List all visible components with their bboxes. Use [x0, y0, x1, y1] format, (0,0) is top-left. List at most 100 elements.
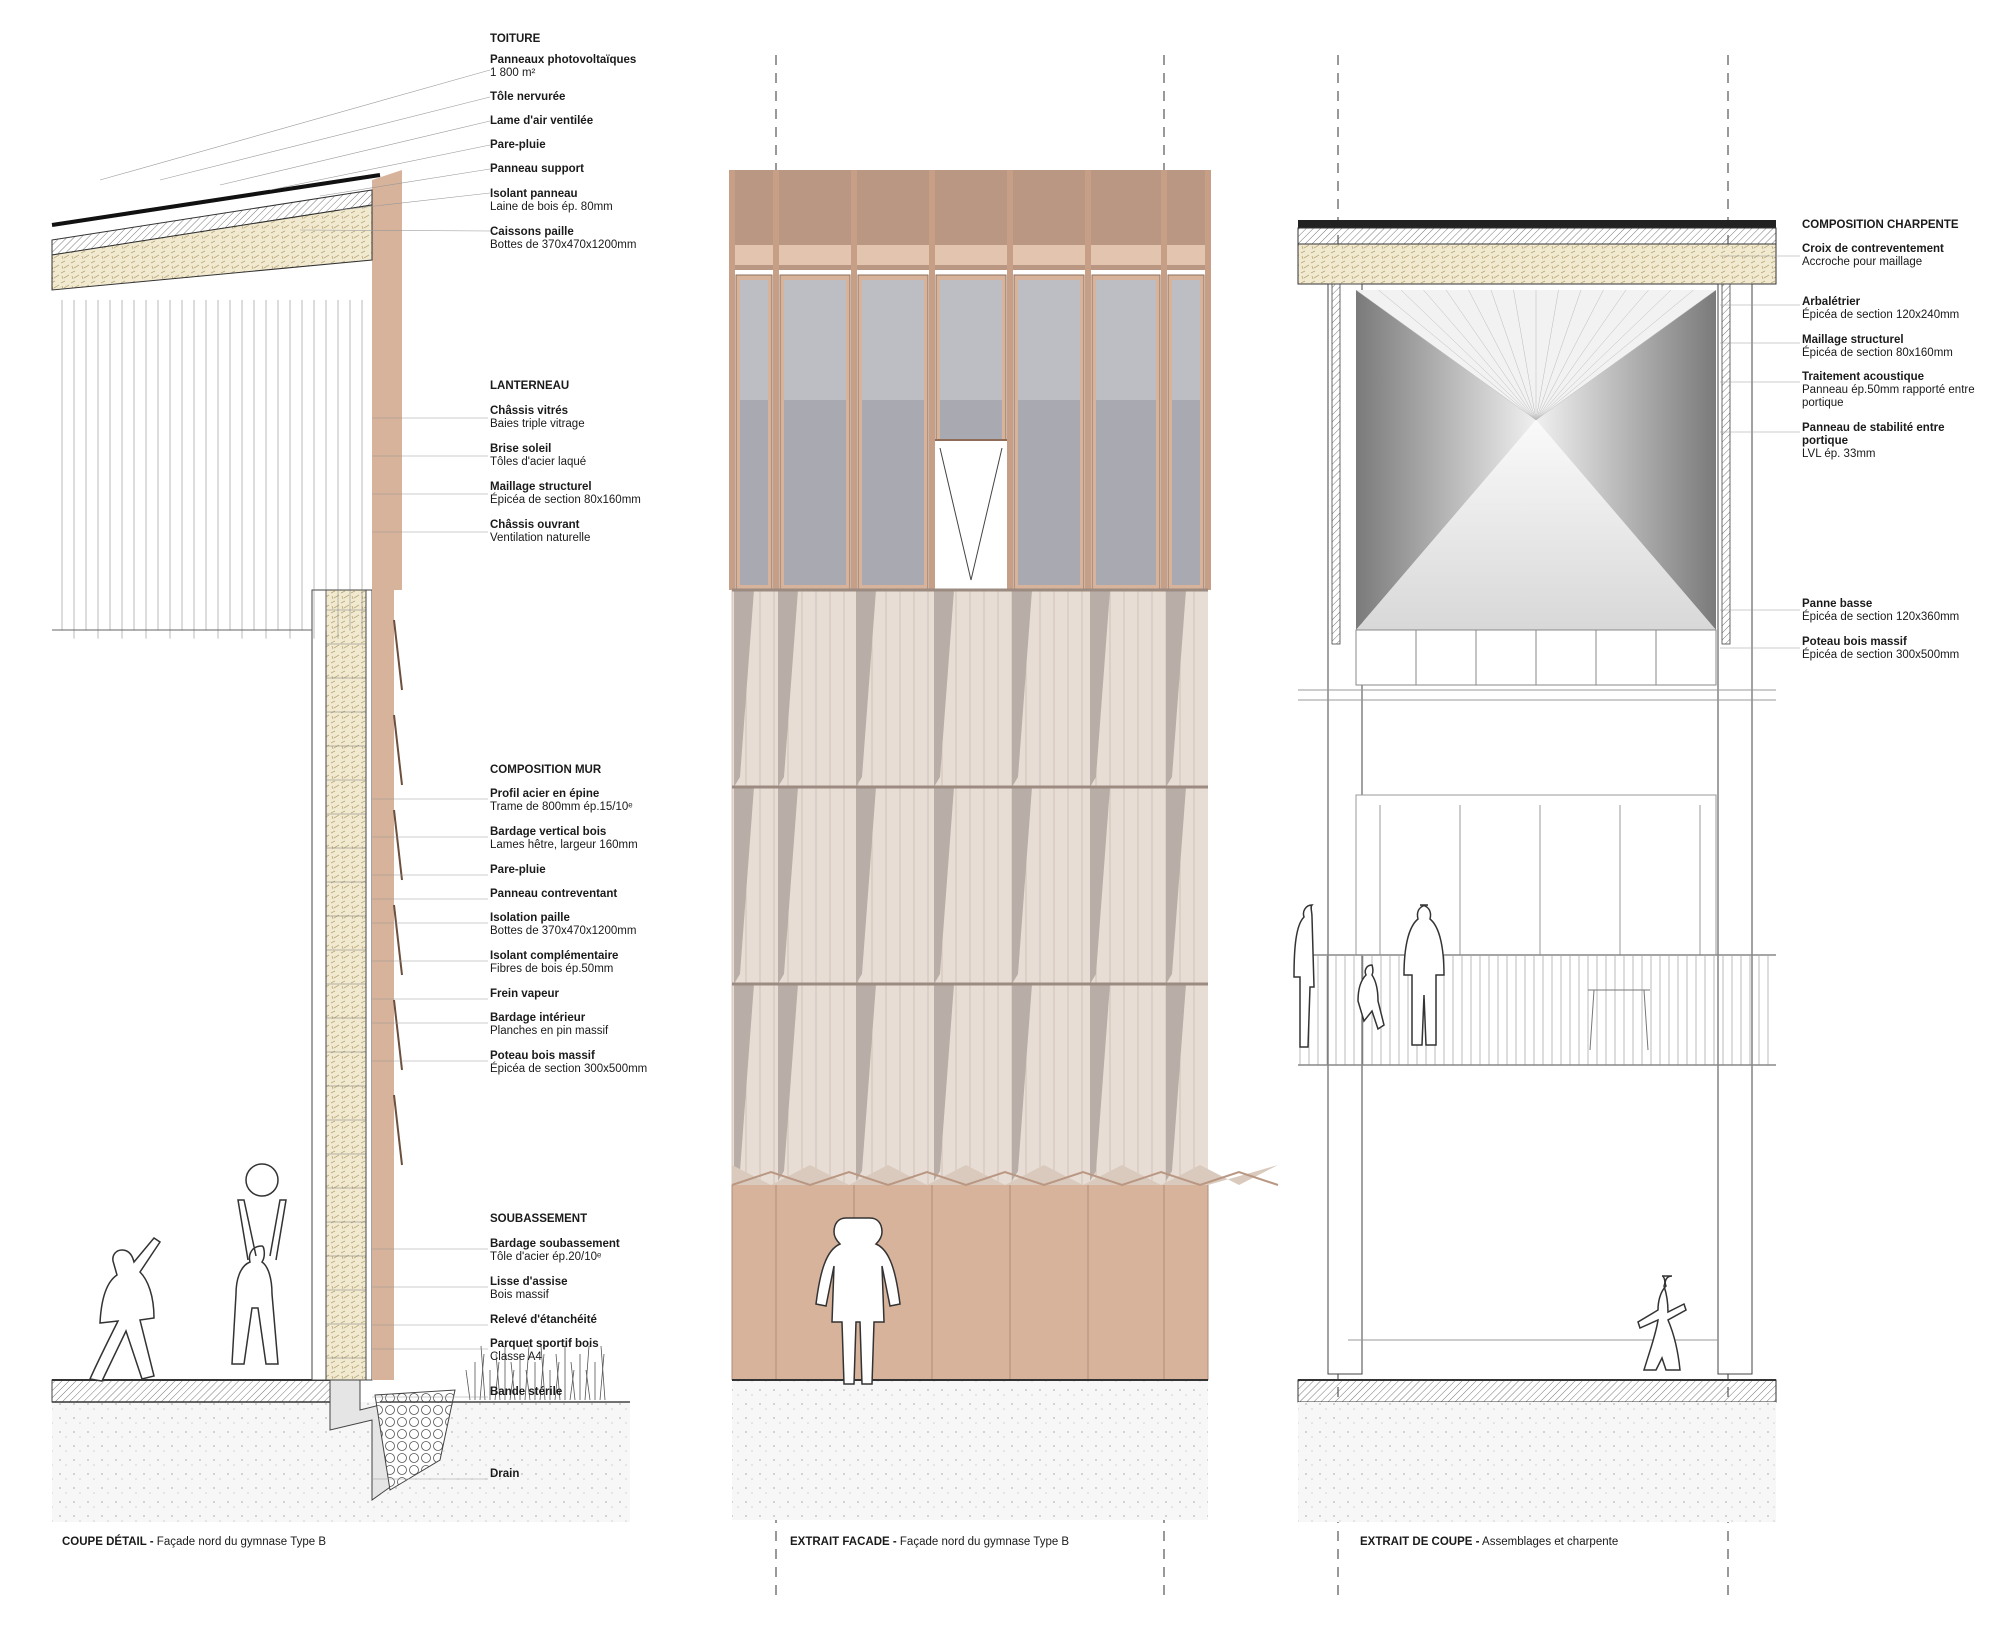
- spine-shadow: [856, 787, 876, 984]
- spine-shadow: [734, 984, 754, 1181]
- person-adult: [1403, 904, 1445, 1046]
- roof-straw: [1297, 243, 1777, 285]
- fan-line: [1355, 289, 1537, 421]
- straw-insulation: [325, 589, 367, 1381]
- spine-shadow: [856, 984, 876, 1181]
- leader-line: [299, 229, 491, 232]
- spine-shadow: [856, 590, 876, 787]
- facade-post: [1161, 170, 1167, 590]
- label-frein-vapeur: Frein vapeur: [490, 988, 560, 1000]
- spine-shadow: [1090, 984, 1110, 1181]
- grass-blade: [539, 1353, 545, 1401]
- lantern-wood: [372, 170, 402, 590]
- fan-line: [1535, 289, 1694, 421]
- glazing-reflection: [784, 280, 846, 400]
- pv-panels: [1298, 220, 1776, 228]
- grass-blade: [494, 1361, 500, 1401]
- person-standing: [815, 1217, 901, 1385]
- grass-blade: [600, 1345, 606, 1401]
- label-tole-nervuree: Tôle nervurée: [490, 91, 566, 103]
- opening-window-swing: [939, 447, 1003, 581]
- label-drain: Drain: [490, 1468, 520, 1480]
- steel-spine: [393, 999, 403, 1071]
- grass-blade: [555, 1353, 561, 1401]
- steel-spine: [393, 809, 403, 881]
- label-panneau-support: Panneau support: [490, 163, 584, 175]
- spine-shadow: [1166, 787, 1186, 984]
- steel-spine: [393, 619, 403, 691]
- spine-shadow: [934, 984, 954, 1181]
- interior-cladding: [311, 589, 327, 1381]
- lantern-lintel: [732, 245, 1208, 265]
- facade-post: [1085, 170, 1091, 590]
- leader-line: [319, 168, 491, 197]
- spine-shadow: [734, 590, 754, 787]
- facade-post: [1007, 170, 1013, 590]
- floor-slab: [51, 1379, 343, 1403]
- roof-layers: [1297, 227, 1777, 245]
- spine-shadow: [1166, 590, 1186, 787]
- panel2-facade-drawing: [729, 55, 1279, 1600]
- grass-blade: [599, 1353, 605, 1401]
- table-leg: [1589, 989, 1595, 1051]
- facade-ground: [732, 1380, 1208, 1520]
- person-dancing: [1637, 1275, 1687, 1371]
- facade-post: [1205, 170, 1211, 590]
- photovoltaic-panels: [51, 173, 381, 227]
- fan-line: [1468, 289, 1537, 421]
- grass-blade: [480, 1345, 486, 1401]
- leader-line: [269, 144, 491, 191]
- column-bracing: [1721, 283, 1731, 645]
- glazing-reflection: [940, 280, 1002, 400]
- grass-blade: [570, 1361, 576, 1401]
- section-header-lanterneau: LANTERNEAU: [490, 380, 570, 392]
- section-header-composition-charpente: COMPOSITION CHARPENTE: [1802, 219, 1959, 231]
- fan-line: [1535, 289, 1649, 421]
- grass-blade: [509, 1369, 515, 1401]
- grass-blade: [510, 1361, 516, 1401]
- cladding-zigzag: [732, 1165, 1278, 1185]
- grass-blade: [525, 1369, 531, 1401]
- spine-shadow: [778, 984, 798, 1181]
- fan-line: [1445, 289, 1537, 421]
- fan-line: [1423, 289, 1537, 421]
- steel-spine: [393, 1094, 403, 1166]
- steel-spine: [393, 904, 403, 976]
- table-leg: [1643, 989, 1649, 1051]
- glazing-reflection: [1172, 280, 1200, 400]
- section-header-soubassement: SOUBASSEMENT: [490, 1213, 588, 1225]
- grass-blade: [569, 1369, 575, 1401]
- person-side: [1293, 904, 1315, 1048]
- spine-shadow: [1012, 984, 1032, 1181]
- fan-line: [1535, 289, 1604, 421]
- grass-blade: [465, 1369, 471, 1401]
- facade-post: [729, 170, 735, 590]
- fan-line: [1535, 289, 1672, 421]
- grass-blade: [585, 1369, 591, 1401]
- acoustic-fan-right: [1536, 290, 1716, 630]
- leader-line: [219, 120, 491, 186]
- facade-post: [773, 170, 779, 590]
- fan-line: [1535, 289, 1582, 421]
- spine-shadow: [934, 590, 954, 787]
- ball: [245, 1163, 279, 1197]
- lantern-glass-area: [52, 240, 372, 630]
- spine-shadow: [934, 787, 954, 984]
- facade-post: [929, 170, 935, 590]
- steel-spine: [393, 714, 403, 786]
